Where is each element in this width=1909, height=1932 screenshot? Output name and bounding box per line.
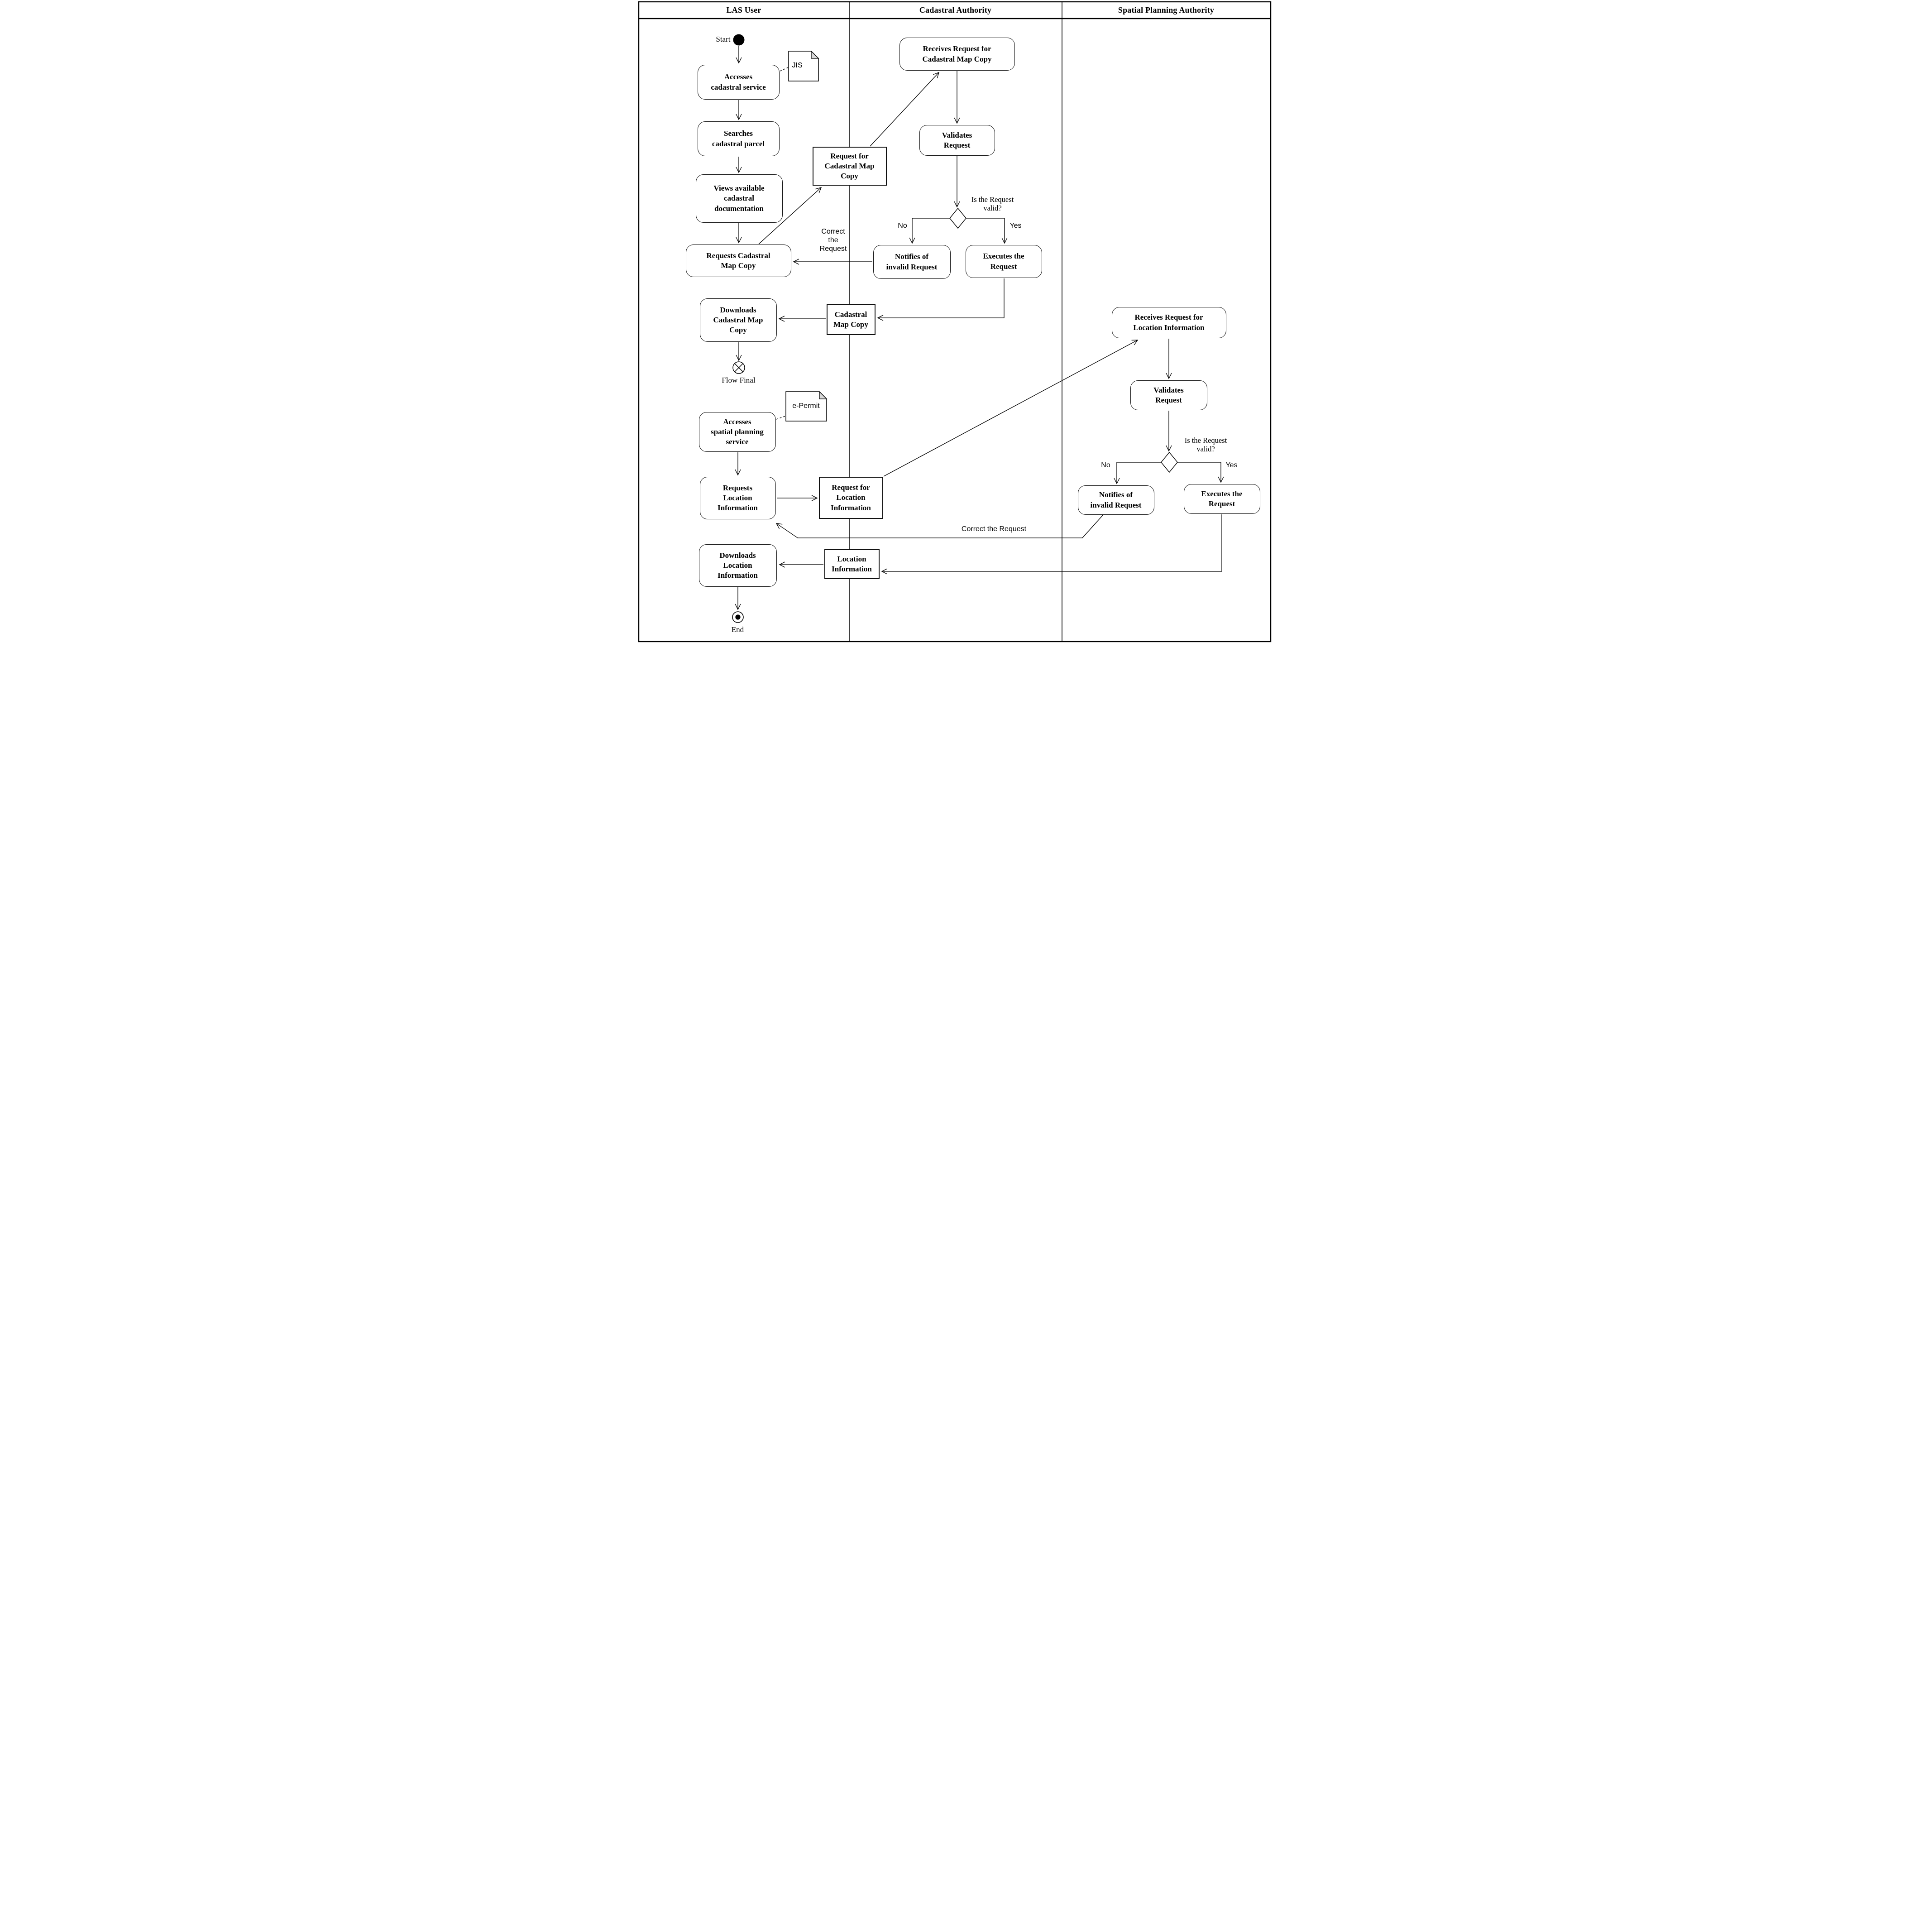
activity-executes-the-request-cadastral: Executes the Request — [965, 245, 1042, 278]
activity-requests-location-information: Requests Location Information — [699, 477, 776, 519]
lane-header-cadastral-authority: Cadastral Authority — [919, 5, 992, 14]
note-jis-label: JIS — [792, 62, 803, 69]
activity-receives-request-for-location-information: Receives Request for Location Informatio… — [1111, 307, 1226, 338]
object-location-information: Location Information — [824, 549, 880, 579]
lane-header-las-user: LAS User — [726, 5, 761, 14]
object-cadastral-map-copy: Cadastral Map Copy — [826, 304, 876, 335]
activity-views-available-cadastral-documentation: Views available cadastral documentation — [695, 174, 783, 223]
edge-decision-no-cad — [909, 218, 950, 244]
activity-notifies-of-invalid-request-cadastral: Notifies of invalid Request — [873, 245, 951, 279]
activity-receives-request-for-cadastral-map-copy: Receives Request for Cadastral Map Copy — [899, 38, 1015, 71]
activity-searches-cadastral-parcel: Searches cadastral parcel — [697, 121, 780, 156]
activity-requests-cadastral-map-copy: Requests Cadastral Map Copy — [685, 244, 791, 277]
activity-accesses-cadastral-service: Accesses cadastral service — [697, 65, 780, 100]
diagram-canvas — [638, 1, 1271, 642]
edge-decision-yes-cad — [965, 218, 1008, 244]
object-request-for-cadastral-map-copy: Request for Cadastral Map Copy — [812, 147, 887, 186]
note-epermit-label: e-Permit — [792, 402, 820, 410]
activity-diagram: LAS User Cadastral Authority Spatial Pla… — [636, 0, 1273, 644]
decision-question-spatial: Is the Request valid? — [1184, 436, 1227, 454]
note-connector-epermit — [776, 416, 785, 420]
guard-yes-spatial: Yes — [1225, 461, 1238, 469]
guard-no-cadastral: No — [898, 222, 907, 230]
start-label: Start — [716, 35, 731, 43]
edge-request-object-to-receives — [870, 72, 939, 147]
edge-request-li-object-to-receives — [883, 340, 1138, 477]
edge-executes-to-locinfo — [881, 514, 1222, 575]
note-connector-jis — [780, 67, 788, 72]
note-epermit-shape — [785, 391, 828, 422]
edge-requests-to-request-object — [758, 187, 822, 244]
edge-correct-request-sp — [775, 515, 1103, 538]
activity-executes-the-request-spatial: Executes the Request — [1183, 484, 1260, 514]
object-request-for-location-information: Request for Location Information — [818, 477, 883, 519]
end-node — [732, 611, 744, 623]
edge-decision-no-sp — [1113, 462, 1162, 484]
start-node — [733, 34, 744, 46]
activity-validates-request-cadastral: Validates Request — [919, 125, 995, 156]
activity-downloads-location-information: Downloads Location Information — [699, 544, 777, 587]
flow-final-label: Flow Final — [722, 376, 756, 384]
decision-diamond-cadastral — [949, 207, 966, 229]
edges — [734, 46, 1224, 610]
guard-no-spatial: No — [1101, 461, 1110, 469]
decision-diamond-spatial — [1160, 451, 1178, 473]
flow-final-node — [732, 361, 745, 374]
activity-notifies-of-invalid-request-spatial: Notifies of invalid Request — [1077, 485, 1154, 515]
decision-question-cadastral: Is the Request valid? — [971, 195, 1014, 213]
edge-label-correct-the-request-spatial: Correct the Request — [961, 525, 1027, 533]
edge-label-correct-the-request-cadastral: Correct the Request — [819, 228, 847, 253]
lane-header-spatial-planning-authority: Spatial Planning Authority — [1118, 5, 1215, 14]
edge-decision-yes-sp — [1177, 462, 1224, 483]
activity-downloads-cadastral-map-copy: Downloads Cadastral Map Copy — [699, 298, 777, 342]
activity-accesses-spatial-planning-service: Accesses spatial planning service — [699, 412, 776, 452]
note-jis-shape — [788, 50, 819, 81]
guard-yes-cadastral: Yes — [1010, 222, 1022, 230]
edge-executes-to-mapcopy — [877, 278, 1005, 321]
diagram-border — [638, 1, 1271, 642]
activity-validates-request-spatial: Validates Request — [1130, 380, 1207, 410]
end-label: End — [731, 625, 744, 634]
